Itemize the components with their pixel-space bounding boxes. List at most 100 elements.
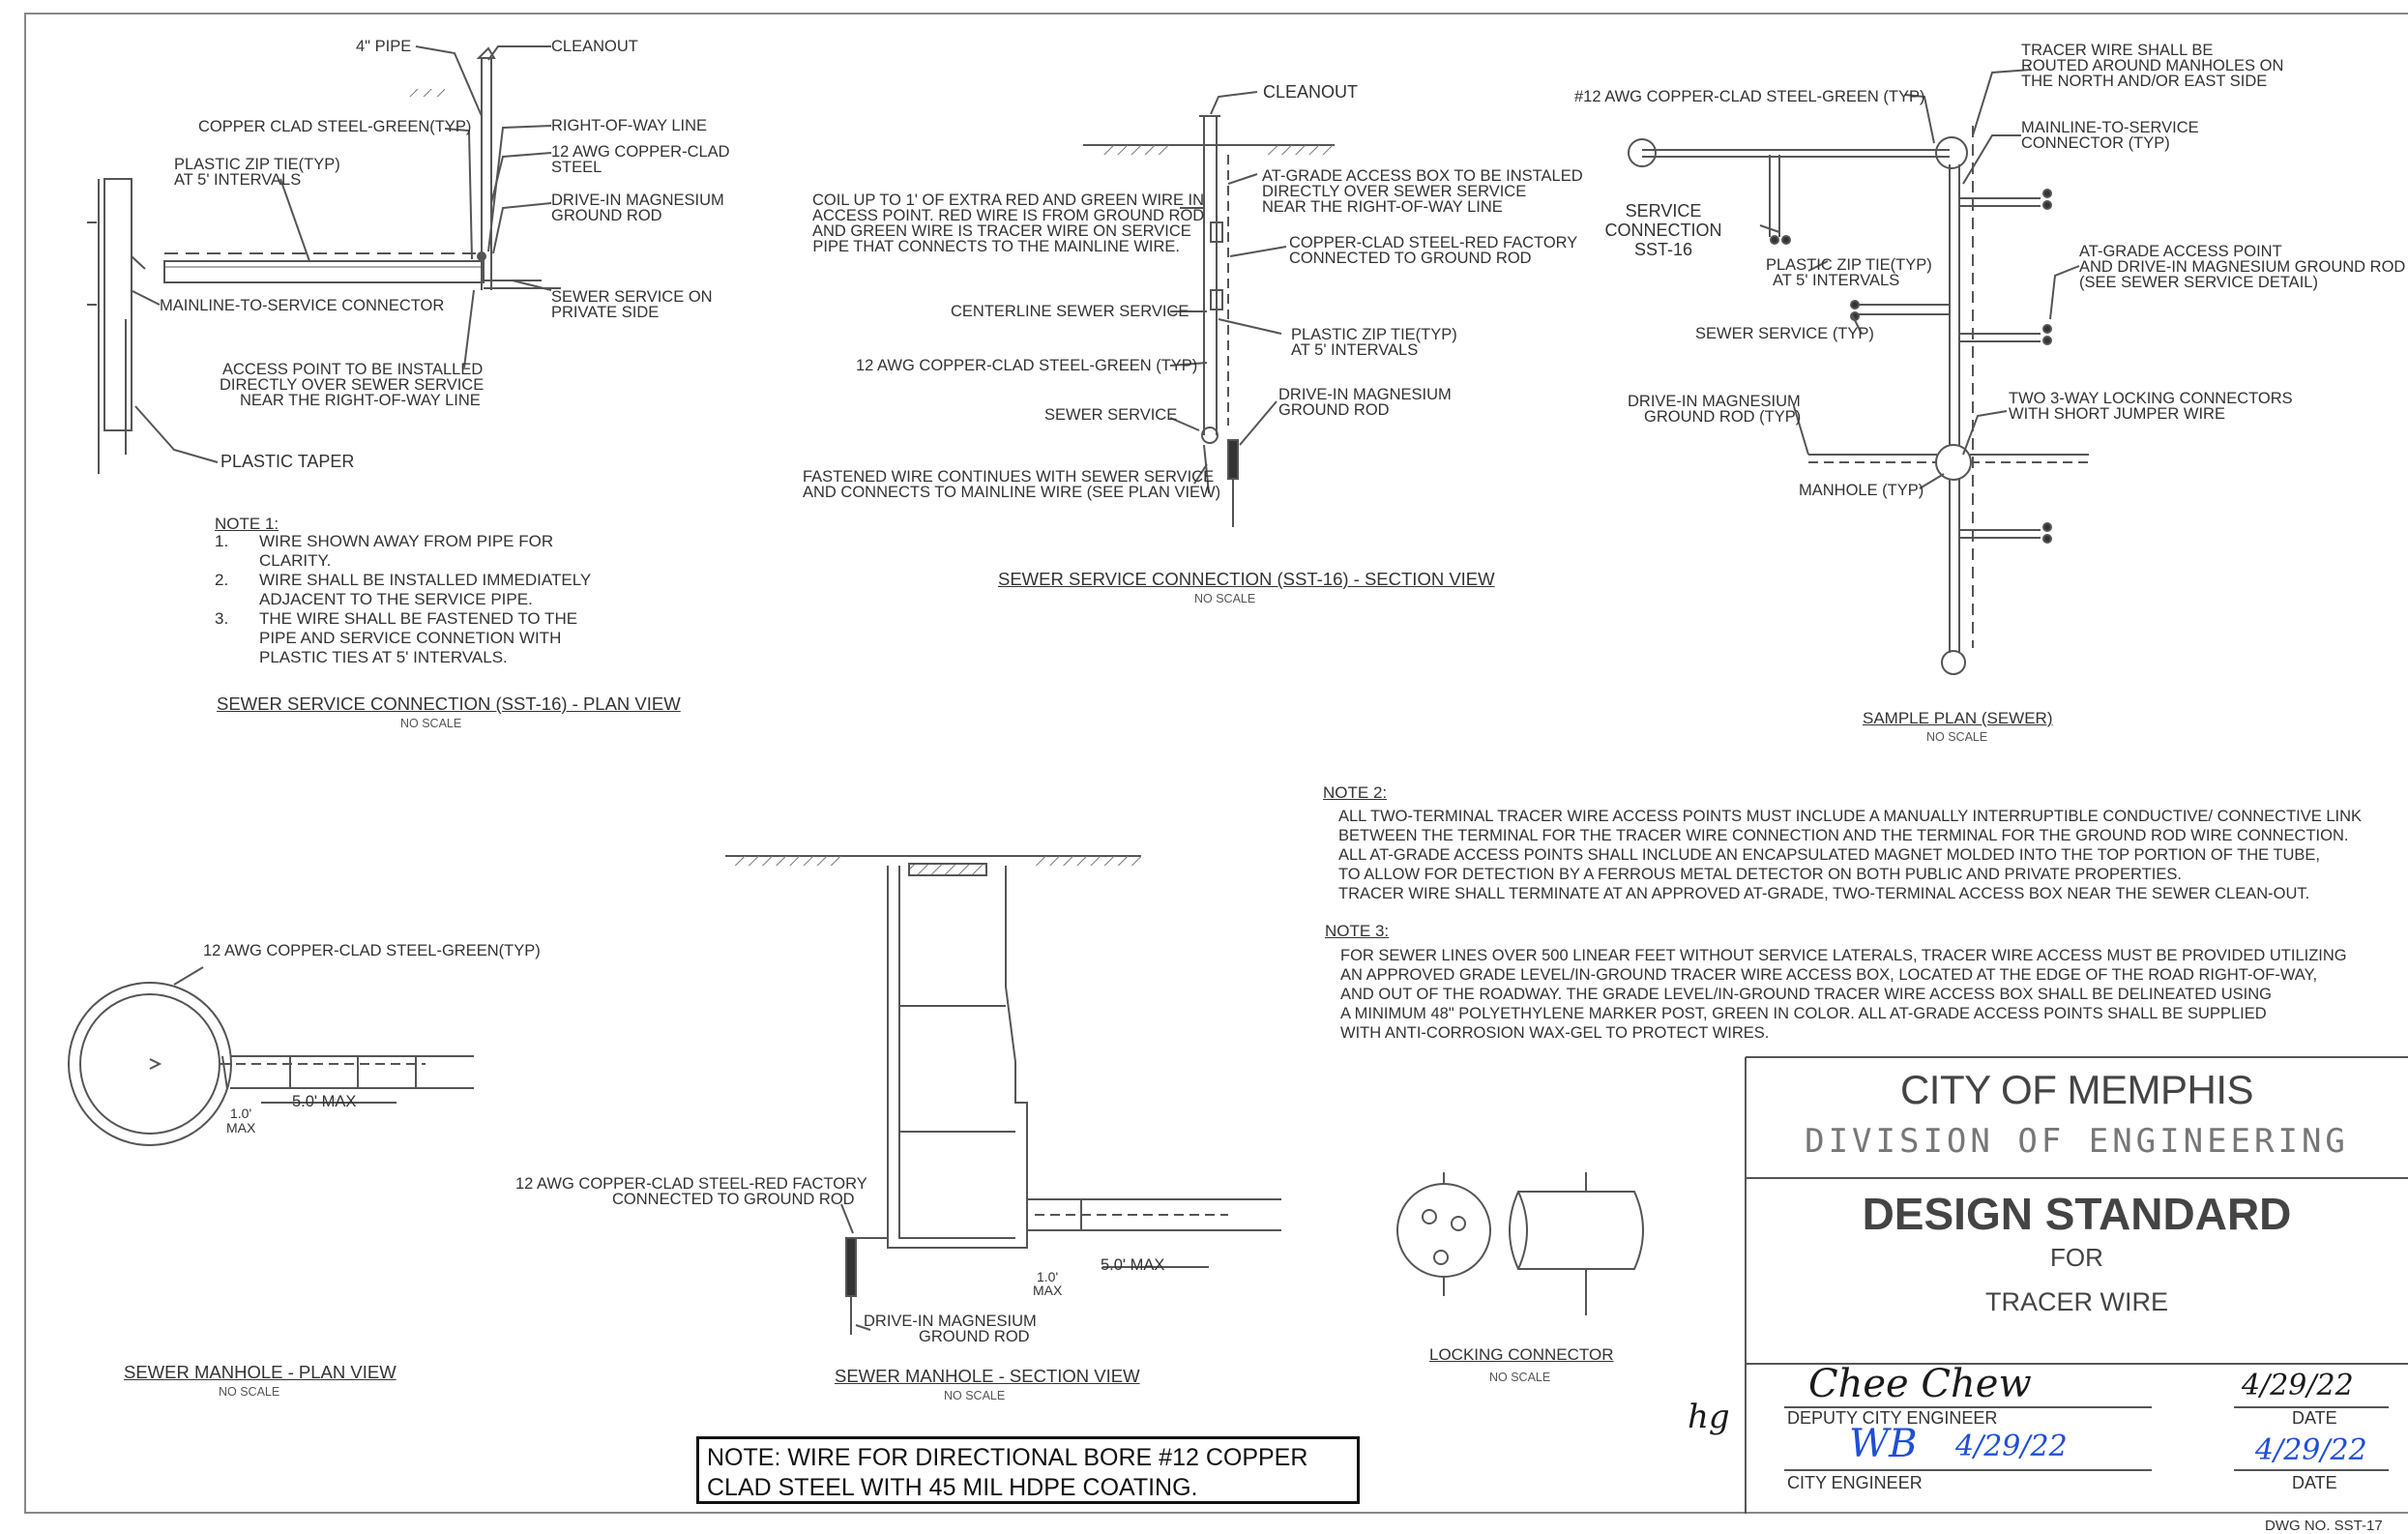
section-coil-line3: AND GREEN WIRE IS TRACER WIRE ON SERVICE <box>812 222 1191 240</box>
title-subject: TRACER WIRE <box>1985 1287 2168 1316</box>
mh-section-scale: NO SCALE <box>944 1389 1006 1402</box>
deputy-date-handwritten: 4/29/22 <box>2242 1369 2354 1402</box>
mh-section-rod-line1: DRIVE-IN MAGNESIUM <box>864 1313 1037 1330</box>
note1-item: 3.THE WIRE SHALL BE FASTENED TO THE PIPE… <box>215 609 578 666</box>
mh-plan-max5: 5.0' MAX <box>292 1093 357 1110</box>
mh-section-red-line1: 12 AWG COPPER-CLAD STEEL-RED FACTORY <box>515 1175 867 1193</box>
note2-line: BETWEEN THE TERMINAL FOR THE TRACER WIRE… <box>1338 827 2349 844</box>
section-atgrade-line1: AT-GRADE ACCESS BOX TO BE INSTALED <box>1262 167 1583 185</box>
section-view-title: SEWER SERVICE CONNECTION (SST-16) - SECT… <box>998 569 1495 589</box>
section-centerline: CENTERLINE SEWER SERVICE <box>951 303 1189 320</box>
note2-heading: NOTE 2: <box>1323 783 1388 802</box>
deputy-date-label: DATE <box>2292 1408 2337 1428</box>
section-coil-line4: PIPE THAT CONNECTS TO THE MAINLINE WIRE. <box>812 238 1180 255</box>
label-plastic-taper: PLASTIC TAPER <box>220 452 355 471</box>
engineer-initials: hg <box>1688 1398 1730 1436</box>
sample-zip-line1: PLASTIC ZIP TIE(TYP) <box>1766 256 1932 274</box>
label-drive-in-line2: GROUND ROD <box>551 207 662 224</box>
mh-plan-dim1: 1.0' <box>230 1106 252 1121</box>
note3-line: WITH ANTI-CORROSION WAX-GEL TO PROTECT W… <box>1340 1024 1770 1042</box>
sample-route-line1: TRACER WIRE SHALL BE <box>2021 42 2214 59</box>
title-for: FOR <box>2050 1243 2103 1272</box>
title-city: CITY OF MEMPHIS <box>1899 1067 2254 1112</box>
note1-item: 1.WIRE SHOWN AWAY FROM PIPE FOR CLARITY. <box>215 532 554 570</box>
plan-view-title: SEWER SERVICE CONNECTION (SST-16) - PLAN… <box>217 693 681 714</box>
note1-item: 2.WIRE SHALL BE INSTALLED IMMEDIATELY AD… <box>215 571 591 608</box>
label-right-of-way: RIGHT-OF-WAY LINE <box>551 117 708 134</box>
title-design-standard: DESIGN STANDARD <box>1862 1189 2292 1239</box>
section-zip-line1: PLASTIC ZIP TIE(TYP) <box>1291 326 1457 343</box>
label-cleanout: CLEANOUT <box>551 38 638 55</box>
sample-sewer-service: SEWER SERVICE (TYP) <box>1695 325 1874 342</box>
sample-ml-conn-line1: MAINLINE-TO-SERVICE <box>2021 119 2199 136</box>
mh-section-title: SEWER MANHOLE - SECTION VIEW <box>835 1366 1140 1386</box>
sample-plan-drawing <box>1628 69 2089 675</box>
section-red-line1: COPPER-CLAD STEEL-RED FACTORY <box>1289 234 1578 251</box>
section-view-drawing <box>1083 91 1335 527</box>
mh-section-max5: 5.0' MAX <box>1101 1256 1165 1274</box>
city-engineer-label: CITY ENGINEER <box>1787 1473 1923 1492</box>
plan-view-drawing <box>87 45 561 474</box>
section-coil-line2: ACCESS POINT. RED WIRE IS FROM GROUND RO… <box>812 207 1205 224</box>
manhole-plan-drawing <box>68 966 474 1146</box>
mh-plan-scale: NO SCALE <box>219 1385 280 1399</box>
sample-ag-line3: (SEE SEWER SERVICE DETAIL) <box>2079 274 2318 291</box>
city-date-handwritten: 4/29/22 <box>2255 1433 2367 1467</box>
manhole-section-drawing <box>725 855 1281 1335</box>
sample-rod-line1: DRIVE-IN MAGNESIUM <box>1628 393 1801 410</box>
label-sewer-private-line2: PRIVATE SIDE <box>551 304 660 321</box>
section-sewer-service: SEWER SERVICE <box>1044 406 1178 424</box>
note2-line: ALL TWO-TERMINAL TRACER WIRE ACCESS POIN… <box>1338 808 2363 825</box>
mh-plan-dim-max: MAX <box>226 1120 256 1136</box>
sample-plan-scale: NO SCALE <box>1926 730 1988 744</box>
sample-plan-title: SAMPLE PLAN (SEWER) <box>1863 709 2053 727</box>
sample-route-line2: ROUTED AROUND MANHOLES ON <box>2021 57 2284 74</box>
label-mainline-connector: MAINLINE-TO-SERVICE CONNECTOR <box>160 297 445 314</box>
mh-section-dim1: 1.0' <box>1037 1269 1059 1284</box>
sample-zip-line2: AT 5' INTERVALS <box>1773 272 1900 289</box>
note3-line: AN APPROVED GRADE LEVEL/IN-GROUND TRACER… <box>1340 966 2318 984</box>
locking-connector-drawing <box>1396 1172 1644 1315</box>
section-view-scale: NO SCALE <box>1194 592 1256 605</box>
directional-bore-note: NOTE: WIRE FOR DIRECTIONAL BORE #12 COPP… <box>696 1436 1360 1504</box>
label-zip-tie-line1: PLASTIC ZIP TIE(TYP) <box>174 156 340 173</box>
mh-section-rod-line2: GROUND ROD <box>919 1328 1030 1345</box>
mh-section-dim-max: MAX <box>1033 1283 1063 1298</box>
note3-body: FOR SEWER LINES OVER 500 LINEAR FEET WIT… <box>1340 946 2347 1043</box>
section-fastened-line1: FASTENED WIRE CONTINUES WITH SEWER SERVI… <box>803 468 1215 486</box>
city-engineer-signature: WB <box>1849 1422 1918 1466</box>
label-12awg-line1: 12 AWG COPPER-CLAD <box>551 143 730 161</box>
deputy-engineer-label: DEPUTY CITY ENGINEER <box>1787 1408 1998 1428</box>
note3-heading: NOTE 3: <box>1325 922 1390 940</box>
sample-awg12-green: #12 AWG COPPER-CLAD STEEL-GREEN (TYP) <box>1574 88 1925 105</box>
sample-svc-line3: SST-16 <box>1633 240 1693 259</box>
label-drive-in-line1: DRIVE-IN MAGNESIUM <box>551 192 724 209</box>
label-copper-clad-green: COPPER CLAD STEEL-GREEN(TYP) <box>198 118 472 135</box>
section-label-cleanout: CLEANOUT <box>1263 82 1359 102</box>
title-division: DIVISION OF ENGINEERING <box>1805 1122 2349 1161</box>
sample-svc-line2: CONNECTION <box>1604 221 1722 240</box>
note3-line: AND OUT OF THE ROADWAY. THE GRADE LEVEL/… <box>1340 986 2273 1003</box>
note2-body: ALL TWO-TERMINAL TRACER WIRE ACCESS POIN… <box>1338 807 2362 903</box>
sample-twoway-line2: WITH SHORT JUMPER WIRE <box>2009 405 2225 423</box>
label-access-line1: ACCESS POINT TO BE INSTALLED <box>222 361 484 378</box>
city-date-label: DATE <box>2292 1473 2337 1492</box>
label-12awg-line2: STEEL <box>551 159 602 176</box>
sample-ag-line1: AT-GRADE ACCESS POINT <box>2079 243 2282 260</box>
section-rod-line2: GROUND ROD <box>1278 401 1390 419</box>
note2-line: ALL AT-GRADE ACCESS POINTS SHALL INCLUDE… <box>1338 846 2320 864</box>
locking-connector-title: LOCKING CONNECTOR <box>1429 1345 1614 1364</box>
section-atgrade-line3: NEAR THE RIGHT-OF-WAY LINE <box>1262 198 1503 216</box>
note3-line: FOR SEWER LINES OVER 500 LINEAR FEET WIT… <box>1340 947 2347 964</box>
label-access-line2: DIRECTLY OVER SEWER SERVICE <box>220 376 485 394</box>
note3-line: A MINIMUM 48" POLYETHYLENE MARKER POST, … <box>1340 1005 2267 1022</box>
sample-twoway-line1: TWO 3-WAY LOCKING CONNECTORS <box>2009 390 2293 407</box>
bore-note-line2: CLAD STEEL WITH 45 MIL HDPE COATING. <box>707 1474 1198 1501</box>
section-fastened-line2: AND CONNECTS TO MAINLINE WIRE (SEE PLAN … <box>803 484 1221 501</box>
city-engineer-sig-date: 4/29/22 <box>1955 1430 2068 1463</box>
section-atgrade-line2: DIRECTLY OVER SEWER SERVICE <box>1262 183 1527 200</box>
note2-line: TO ALLOW FOR DETECTION BY A FERROUS META… <box>1338 866 2182 883</box>
sample-rod-line2: GROUND ROD (TYP) <box>1644 408 1802 426</box>
sample-ml-conn-line2: CONNECTOR (TYP) <box>2021 134 2170 152</box>
